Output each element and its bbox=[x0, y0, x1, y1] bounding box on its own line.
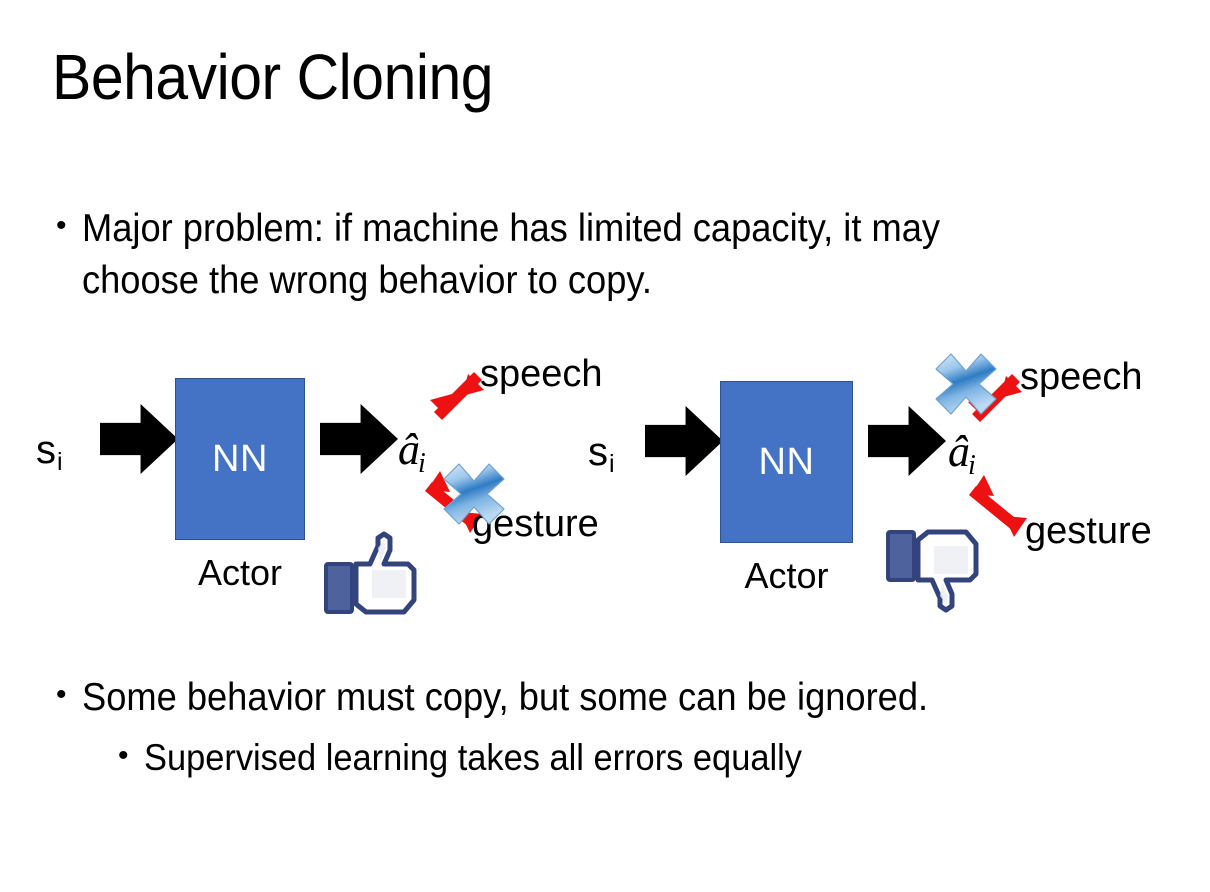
red-double-arrow-gesture-right bbox=[952, 462, 1047, 552]
bullet-bottom-1: • Some behavior must copy, but some can … bbox=[56, 672, 1156, 724]
actor-caption-right: Actor bbox=[744, 555, 829, 596]
input-arrow-icon-left bbox=[100, 404, 178, 474]
bullet-text: Supervised learning takes all errors equ… bbox=[144, 737, 802, 778]
action-label-right: âi bbox=[948, 427, 976, 482]
input-arrow-icon-right bbox=[645, 406, 723, 476]
nn-box-right: NN bbox=[720, 381, 853, 543]
state-label-left: si bbox=[36, 428, 63, 476]
nn-box-label: NN bbox=[212, 437, 268, 480]
thumbs-down-icon-right bbox=[882, 520, 982, 620]
output-label-gesture-right: gesture bbox=[1025, 510, 1152, 552]
bullet-marker: • bbox=[118, 739, 129, 772]
nn-box-left: NN bbox=[175, 378, 305, 540]
bullet-marker: • bbox=[56, 678, 67, 711]
bullet-text: Some behavior must copy, but some can be… bbox=[82, 676, 929, 719]
cross-out-x-icon-left bbox=[438, 458, 510, 530]
bullet-bottom-2: • Supervised learning takes all errors e… bbox=[118, 733, 1178, 782]
output-label-speech-left: speech bbox=[480, 353, 603, 395]
action-label-left: âi bbox=[398, 425, 426, 480]
bullet-top: • Major problem: if machine has limited … bbox=[56, 203, 1126, 307]
thumbs-up-icon-left bbox=[320, 530, 420, 620]
diagram-right: si NN Actor âi speech bbox=[570, 330, 1190, 630]
cross-out-x-icon-right bbox=[930, 348, 1002, 420]
diagram-left: si NN Actor âi speech bbox=[20, 330, 620, 630]
red-double-arrow-speech-left bbox=[412, 350, 502, 440]
page-title: Behavior Cloning bbox=[52, 41, 494, 113]
bullet-text: Major problem: if machine has limited ca… bbox=[82, 207, 941, 302]
output-arrow-icon-left bbox=[320, 404, 398, 474]
actor-caption-left: Actor bbox=[197, 552, 283, 593]
state-label-right: si bbox=[588, 430, 615, 478]
output-label-speech-right: speech bbox=[1020, 356, 1143, 398]
bullet-marker: • bbox=[56, 209, 67, 242]
nn-box-label: NN bbox=[758, 440, 815, 483]
